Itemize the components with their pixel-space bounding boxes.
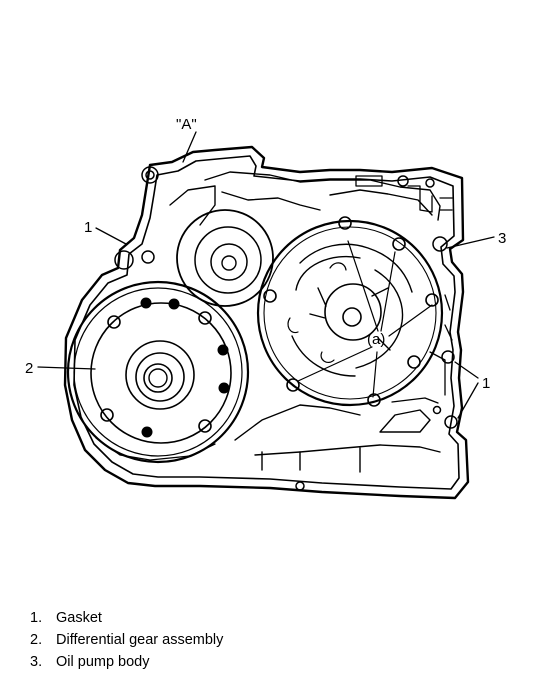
legend-text: Gasket: [56, 610, 102, 626]
gasket-inner-outline: [73, 155, 460, 490]
legend-text: Oil pump body: [56, 654, 150, 670]
transmission-case-diagram: "A" 1 2 3 1 (a): [25, 116, 506, 500]
callout-3: 3: [498, 230, 506, 247]
legend-item-oil-pump-body: 3. Oil pump body: [30, 651, 223, 673]
callout-1-left: 1: [84, 219, 92, 236]
callout-2: 2: [25, 360, 33, 377]
legend-number: 2.: [30, 632, 43, 648]
callout-a-marker: "A": [176, 116, 197, 133]
legend-number: 3.: [30, 654, 43, 670]
gasket-outline: [63, 145, 470, 500]
parts-legend: 1. Gasket 2. Differential gear assembly …: [30, 607, 223, 673]
idler-gear: [176, 209, 274, 307]
legend-text: Differential gear assembly: [56, 632, 224, 648]
callout-a-inner: (a): [367, 331, 385, 348]
differential-gear-assembly: [66, 280, 250, 464]
legend-item-differential-gear-assembly: 2. Differential gear assembly: [30, 629, 223, 651]
callout-1-right: 1: [482, 375, 490, 392]
legend-number: 1.: [30, 610, 43, 626]
oil-pump-body: [256, 216, 444, 407]
legend-item-gasket: 1. Gasket: [30, 607, 223, 629]
